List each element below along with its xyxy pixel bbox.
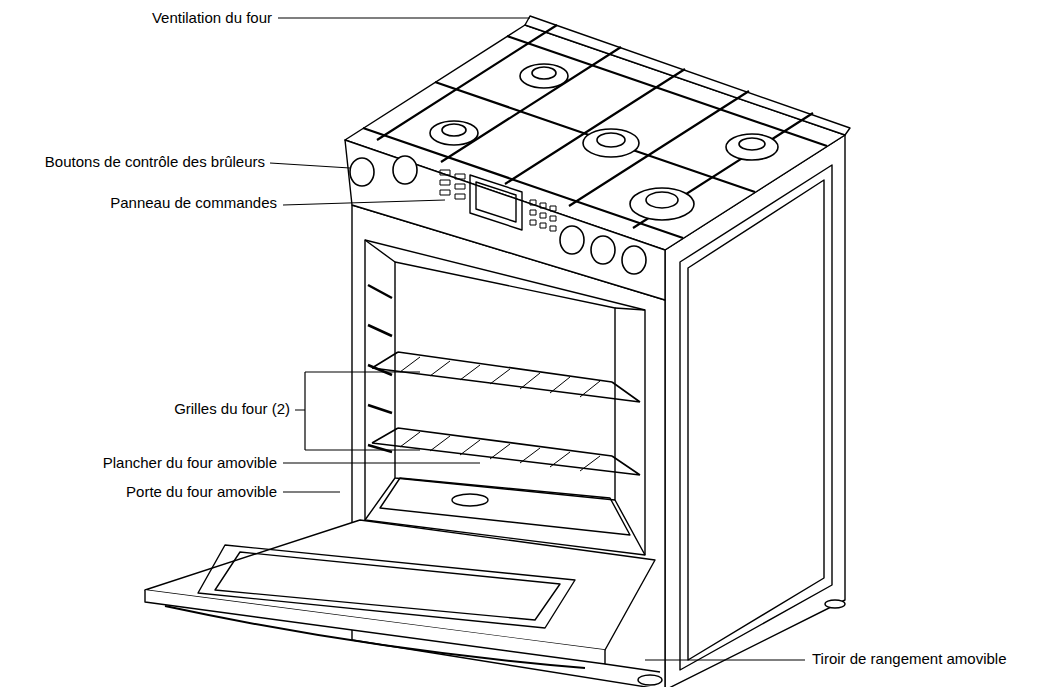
key [540, 223, 546, 228]
rack [372, 428, 640, 475]
burner-cap [739, 138, 765, 150]
leader-line [278, 17, 530, 18]
part-label: Grilles du four (2) [0, 400, 290, 418]
side-panel-frame-inner [688, 180, 824, 660]
leader-line [283, 200, 445, 205]
leg [825, 600, 845, 608]
button [440, 190, 450, 195]
part-label: Boutons de contrôle des brûleurs [0, 153, 265, 171]
cavity-edges [365, 240, 645, 555]
burner-cap [646, 192, 678, 208]
display [470, 175, 522, 230]
key [530, 200, 536, 205]
leader-line [283, 462, 480, 463]
part-label: Porte du four amovible [0, 483, 277, 501]
knob [560, 226, 584, 254]
rack-bracket [295, 372, 420, 450]
key [550, 216, 556, 221]
burner-cap [532, 67, 556, 79]
button [455, 194, 465, 199]
leader-line [645, 659, 805, 660]
part-label: Ventilation du four [0, 9, 272, 27]
oven-floor [380, 478, 630, 535]
burner-cap [442, 124, 466, 136]
key [530, 220, 536, 225]
oven-vent [525, 16, 850, 135]
oven-racks [372, 352, 640, 475]
button [455, 174, 465, 179]
knob [393, 156, 417, 184]
leader-line [270, 163, 350, 168]
key [530, 210, 536, 215]
part-label: Panneau de commandes [0, 194, 277, 212]
rack [372, 352, 640, 402]
burner [430, 121, 478, 145]
oven-back-wall [395, 262, 615, 500]
part-label: Tiroir de rangement amovible [812, 650, 1007, 668]
buttons [440, 170, 556, 231]
side-panel-frame [680, 165, 832, 670]
knob [591, 236, 615, 264]
drawer-edge [605, 664, 660, 672]
burner [630, 188, 694, 220]
key [550, 206, 556, 211]
leg [638, 675, 662, 685]
key [540, 203, 546, 208]
button [440, 170, 450, 175]
knob [622, 246, 646, 274]
burner-cap [597, 133, 625, 147]
burner [583, 129, 639, 157]
button [440, 180, 450, 185]
button [455, 184, 465, 189]
burner [520, 64, 568, 88]
part-label: Plancher du four amovible [0, 454, 277, 472]
oven-opening [365, 240, 645, 555]
rack-wires [400, 357, 600, 397]
door-handle [165, 606, 585, 668]
leader-lines [270, 18, 805, 660]
floor-bracket [452, 494, 488, 506]
display-screen [476, 182, 516, 222]
knob [350, 158, 374, 186]
burner [726, 134, 778, 160]
key [550, 226, 556, 231]
rack-wires [400, 432, 600, 471]
leader-line [283, 491, 340, 492]
key [540, 213, 546, 218]
door-edge [145, 590, 605, 664]
